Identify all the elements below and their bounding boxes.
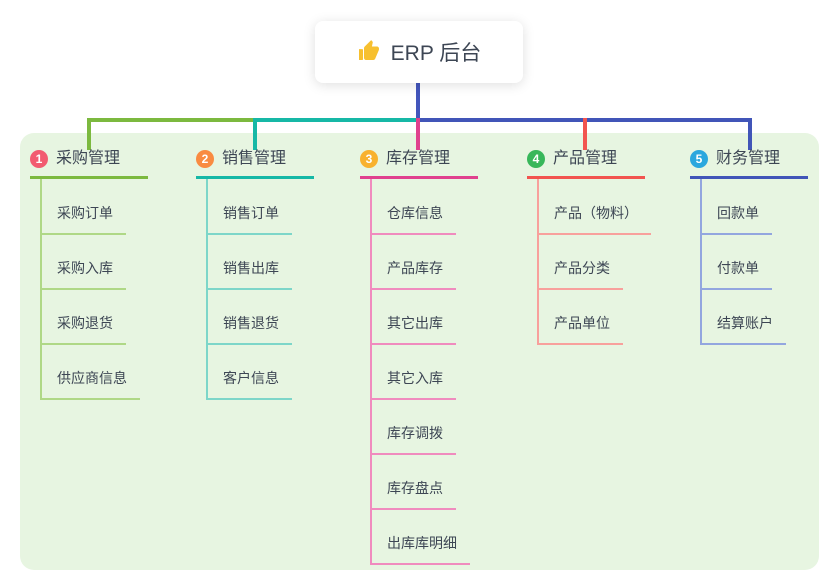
branch-header[interactable]: 3 库存管理 <box>360 147 478 179</box>
branch-label: 财务管理 <box>716 150 781 167</box>
branch-label: 采购管理 <box>56 150 121 167</box>
branch-label: 产品管理 <box>553 150 618 167</box>
leaf-node[interactable]: 采购订单 <box>40 203 126 235</box>
leaf-node[interactable]: 客户信息 <box>206 368 292 400</box>
leaf-node[interactable]: 仓库信息 <box>370 203 456 235</box>
branch-header[interactable]: 2 销售管理 <box>196 147 314 179</box>
branch-header[interactable]: 5 财务管理 <box>690 147 808 179</box>
root-node[interactable]: ERP 后台 <box>315 21 523 83</box>
branch-badge: 5 <box>690 150 708 168</box>
leaf-node[interactable]: 付款单 <box>700 258 772 290</box>
connector-line <box>253 118 257 150</box>
leaf-node[interactable]: 产品库存 <box>370 258 456 290</box>
branch-badge: 1 <box>30 150 48 168</box>
branch-header[interactable]: 1 采购管理 <box>30 147 148 179</box>
leaf-node[interactable]: 采购入库 <box>40 258 126 290</box>
leaf-node[interactable]: 结算账户 <box>700 313 786 345</box>
thumbs-up-icon <box>357 40 381 64</box>
branch-label: 销售管理 <box>222 150 287 167</box>
leaf-node[interactable]: 销售退货 <box>206 313 292 345</box>
branch-badge: 2 <box>196 150 214 168</box>
leaf-node[interactable]: 采购退货 <box>40 313 126 345</box>
leaf-node[interactable]: 出库库明细 <box>370 533 470 565</box>
connector-line <box>87 118 91 150</box>
branch-label: 库存管理 <box>386 150 451 167</box>
connector-line <box>87 118 257 122</box>
leaf-node[interactable]: 产品分类 <box>537 258 623 290</box>
branch-badge: 4 <box>527 150 545 168</box>
leaf-node[interactable]: 产品（物料） <box>537 203 651 235</box>
connector-line <box>370 179 372 565</box>
leaf-node[interactable]: 回款单 <box>700 203 772 235</box>
leaf-node[interactable]: 供应商信息 <box>40 368 140 400</box>
leaf-node[interactable]: 库存盘点 <box>370 478 456 510</box>
connector-line <box>583 118 587 150</box>
branch-header[interactable]: 4 产品管理 <box>527 147 645 179</box>
connector-line <box>537 179 539 345</box>
connector-line <box>700 179 702 345</box>
connector-line <box>748 118 752 150</box>
leaf-node[interactable]: 产品单位 <box>537 313 623 345</box>
branch-badge: 3 <box>360 150 378 168</box>
root-label: ERP 后台 <box>390 42 482 65</box>
leaf-node[interactable]: 库存调拨 <box>370 423 456 455</box>
branches-panel <box>20 133 819 570</box>
leaf-node[interactable]: 销售订单 <box>206 203 292 235</box>
connector-line <box>416 83 420 120</box>
leaf-node[interactable]: 其它入库 <box>370 368 456 400</box>
leaf-node[interactable]: 其它出库 <box>370 313 456 345</box>
connector-line <box>416 118 420 150</box>
connector-line <box>256 118 418 122</box>
leaf-node[interactable]: 销售出库 <box>206 258 292 290</box>
